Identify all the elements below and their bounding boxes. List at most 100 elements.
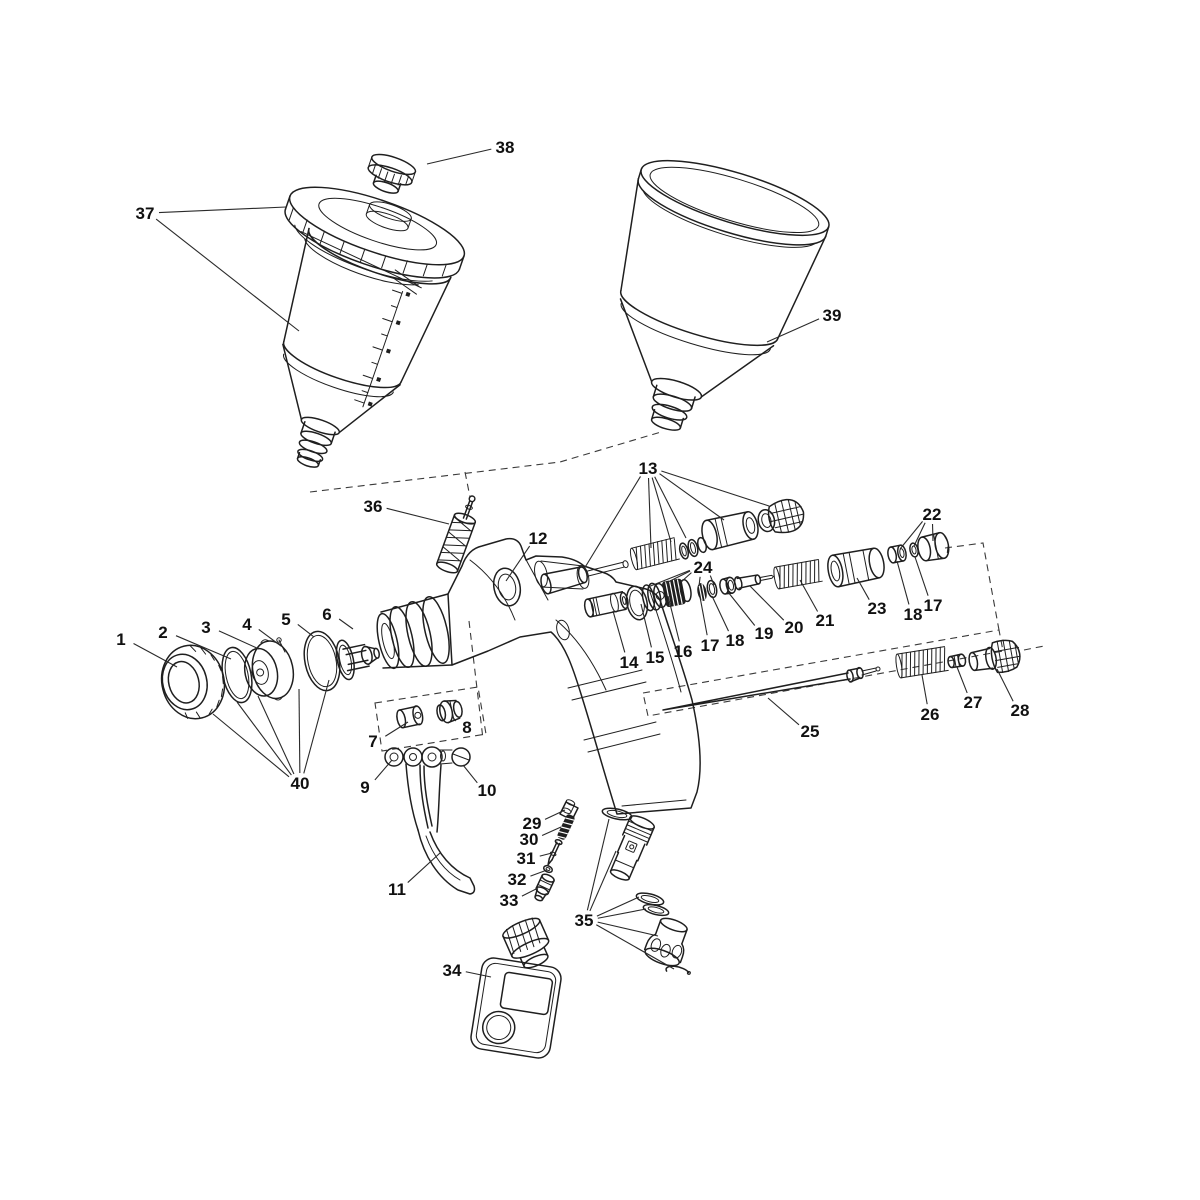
fitting-7 bbox=[396, 705, 424, 729]
part-label-20: 20 bbox=[785, 618, 804, 637]
leader-line-24 bbox=[698, 576, 701, 587]
leader-line-1 bbox=[133, 642, 178, 668]
leader-line-2 bbox=[175, 635, 232, 660]
part-label-17: 17 bbox=[701, 636, 720, 655]
leader-line-35 bbox=[596, 924, 675, 970]
leader-line-24 bbox=[665, 570, 691, 584]
leader-line-13 bbox=[654, 476, 687, 539]
trigger-screw-10 bbox=[439, 747, 471, 767]
leader-line-13 bbox=[583, 476, 641, 570]
leader-line-35 bbox=[596, 896, 640, 917]
part-label-19: 19 bbox=[755, 624, 774, 643]
leader-line-6 bbox=[338, 618, 354, 630]
part-label-10: 10 bbox=[478, 781, 497, 800]
leader-line-19 bbox=[727, 591, 756, 626]
part-label-17: 17 bbox=[924, 596, 943, 615]
inlet-washers bbox=[635, 892, 670, 917]
part-label-8: 8 bbox=[462, 718, 471, 737]
part-label-3: 3 bbox=[201, 618, 210, 637]
fluid-nozzle bbox=[335, 639, 381, 681]
leader-line-36 bbox=[386, 507, 450, 525]
plug-33 bbox=[534, 873, 555, 902]
leader-line-17 bbox=[699, 596, 708, 636]
leader-line-4 bbox=[258, 628, 282, 647]
plug-27 bbox=[947, 653, 967, 669]
part-label-13: 13 bbox=[639, 459, 658, 478]
leader-line-22 bbox=[913, 522, 926, 547]
gauge bbox=[470, 917, 562, 1059]
spring-30 bbox=[556, 814, 575, 840]
leader-line-28 bbox=[996, 668, 1014, 702]
gun-body bbox=[376, 537, 701, 821]
part-label-18: 18 bbox=[726, 631, 745, 650]
part-label-28: 28 bbox=[1011, 701, 1030, 720]
part-label-21: 21 bbox=[816, 611, 835, 630]
nozzle-assembly-16 bbox=[641, 578, 692, 612]
paint-cup-left bbox=[282, 153, 466, 468]
knob-28 bbox=[968, 639, 1021, 674]
leader-line-25 bbox=[767, 697, 800, 726]
part-label-38: 38 bbox=[496, 138, 515, 157]
washer-17 bbox=[697, 583, 707, 601]
leader-line-33 bbox=[521, 887, 539, 897]
leader-line-35 bbox=[589, 850, 617, 912]
leader-line-40 bbox=[298, 688, 301, 774]
leader-line-18 bbox=[896, 560, 910, 605]
leader-line-37 bbox=[158, 206, 287, 214]
leader-line-13 bbox=[647, 477, 652, 549]
part-label-25: 25 bbox=[801, 722, 820, 741]
cup-cap bbox=[367, 153, 417, 194]
part-label-24: 24 bbox=[694, 558, 713, 577]
leader-line-21 bbox=[799, 579, 819, 612]
inlet-connector bbox=[643, 917, 688, 967]
needle-25 bbox=[662, 666, 881, 711]
part-label-6: 6 bbox=[322, 605, 331, 624]
leader-line-12 bbox=[505, 545, 531, 582]
leader-line-11 bbox=[407, 852, 441, 883]
leader-line-39 bbox=[766, 318, 820, 343]
fitting-8 bbox=[436, 699, 463, 724]
leader-line-24 bbox=[709, 575, 715, 586]
leader-line-38 bbox=[426, 148, 492, 165]
filter bbox=[435, 495, 477, 574]
part-label-35: 35 bbox=[575, 911, 594, 930]
leader-line-8 bbox=[451, 715, 457, 722]
part-label-12: 12 bbox=[529, 529, 548, 548]
part-label-22: 22 bbox=[923, 505, 942, 524]
leader-line-13 bbox=[659, 473, 725, 521]
cylinder-23 bbox=[827, 547, 885, 588]
cup-lid bbox=[284, 186, 466, 289]
part-label-29: 29 bbox=[523, 814, 542, 833]
part-label-11: 11 bbox=[388, 880, 406, 899]
part-label-9: 9 bbox=[360, 778, 369, 797]
part-label-1: 1 bbox=[116, 630, 125, 649]
leader-line-34 bbox=[465, 971, 492, 978]
leader-line-13 bbox=[661, 470, 770, 507]
leader-line-40 bbox=[257, 695, 295, 775]
part-label-34: 34 bbox=[443, 961, 462, 980]
trigger-screw-9 bbox=[384, 747, 404, 767]
leader-line-40 bbox=[212, 713, 290, 778]
part-label-18: 18 bbox=[904, 605, 923, 624]
leader-line-27 bbox=[956, 666, 968, 694]
part-label-39: 39 bbox=[823, 306, 842, 325]
cap-pin bbox=[276, 637, 286, 653]
leader-line-35 bbox=[586, 818, 610, 911]
leader-line-35 bbox=[597, 908, 647, 919]
inlet-clip bbox=[665, 965, 691, 975]
part-label-16: 16 bbox=[674, 642, 693, 661]
leader-line-29 bbox=[544, 809, 566, 820]
leader-line-10 bbox=[462, 764, 478, 784]
graduation-scale bbox=[354, 289, 411, 408]
leader-line-37 bbox=[155, 218, 300, 332]
part-label-23: 23 bbox=[868, 599, 887, 618]
leader-line-5 bbox=[297, 623, 315, 638]
spring-26 bbox=[895, 646, 949, 679]
leader-line-32 bbox=[530, 869, 548, 877]
part-label-7: 7 bbox=[368, 732, 377, 751]
part-label-15: 15 bbox=[646, 648, 665, 667]
fluid-tube bbox=[583, 590, 629, 618]
part-label-26: 26 bbox=[921, 705, 940, 724]
leader-line-13 bbox=[651, 477, 672, 543]
